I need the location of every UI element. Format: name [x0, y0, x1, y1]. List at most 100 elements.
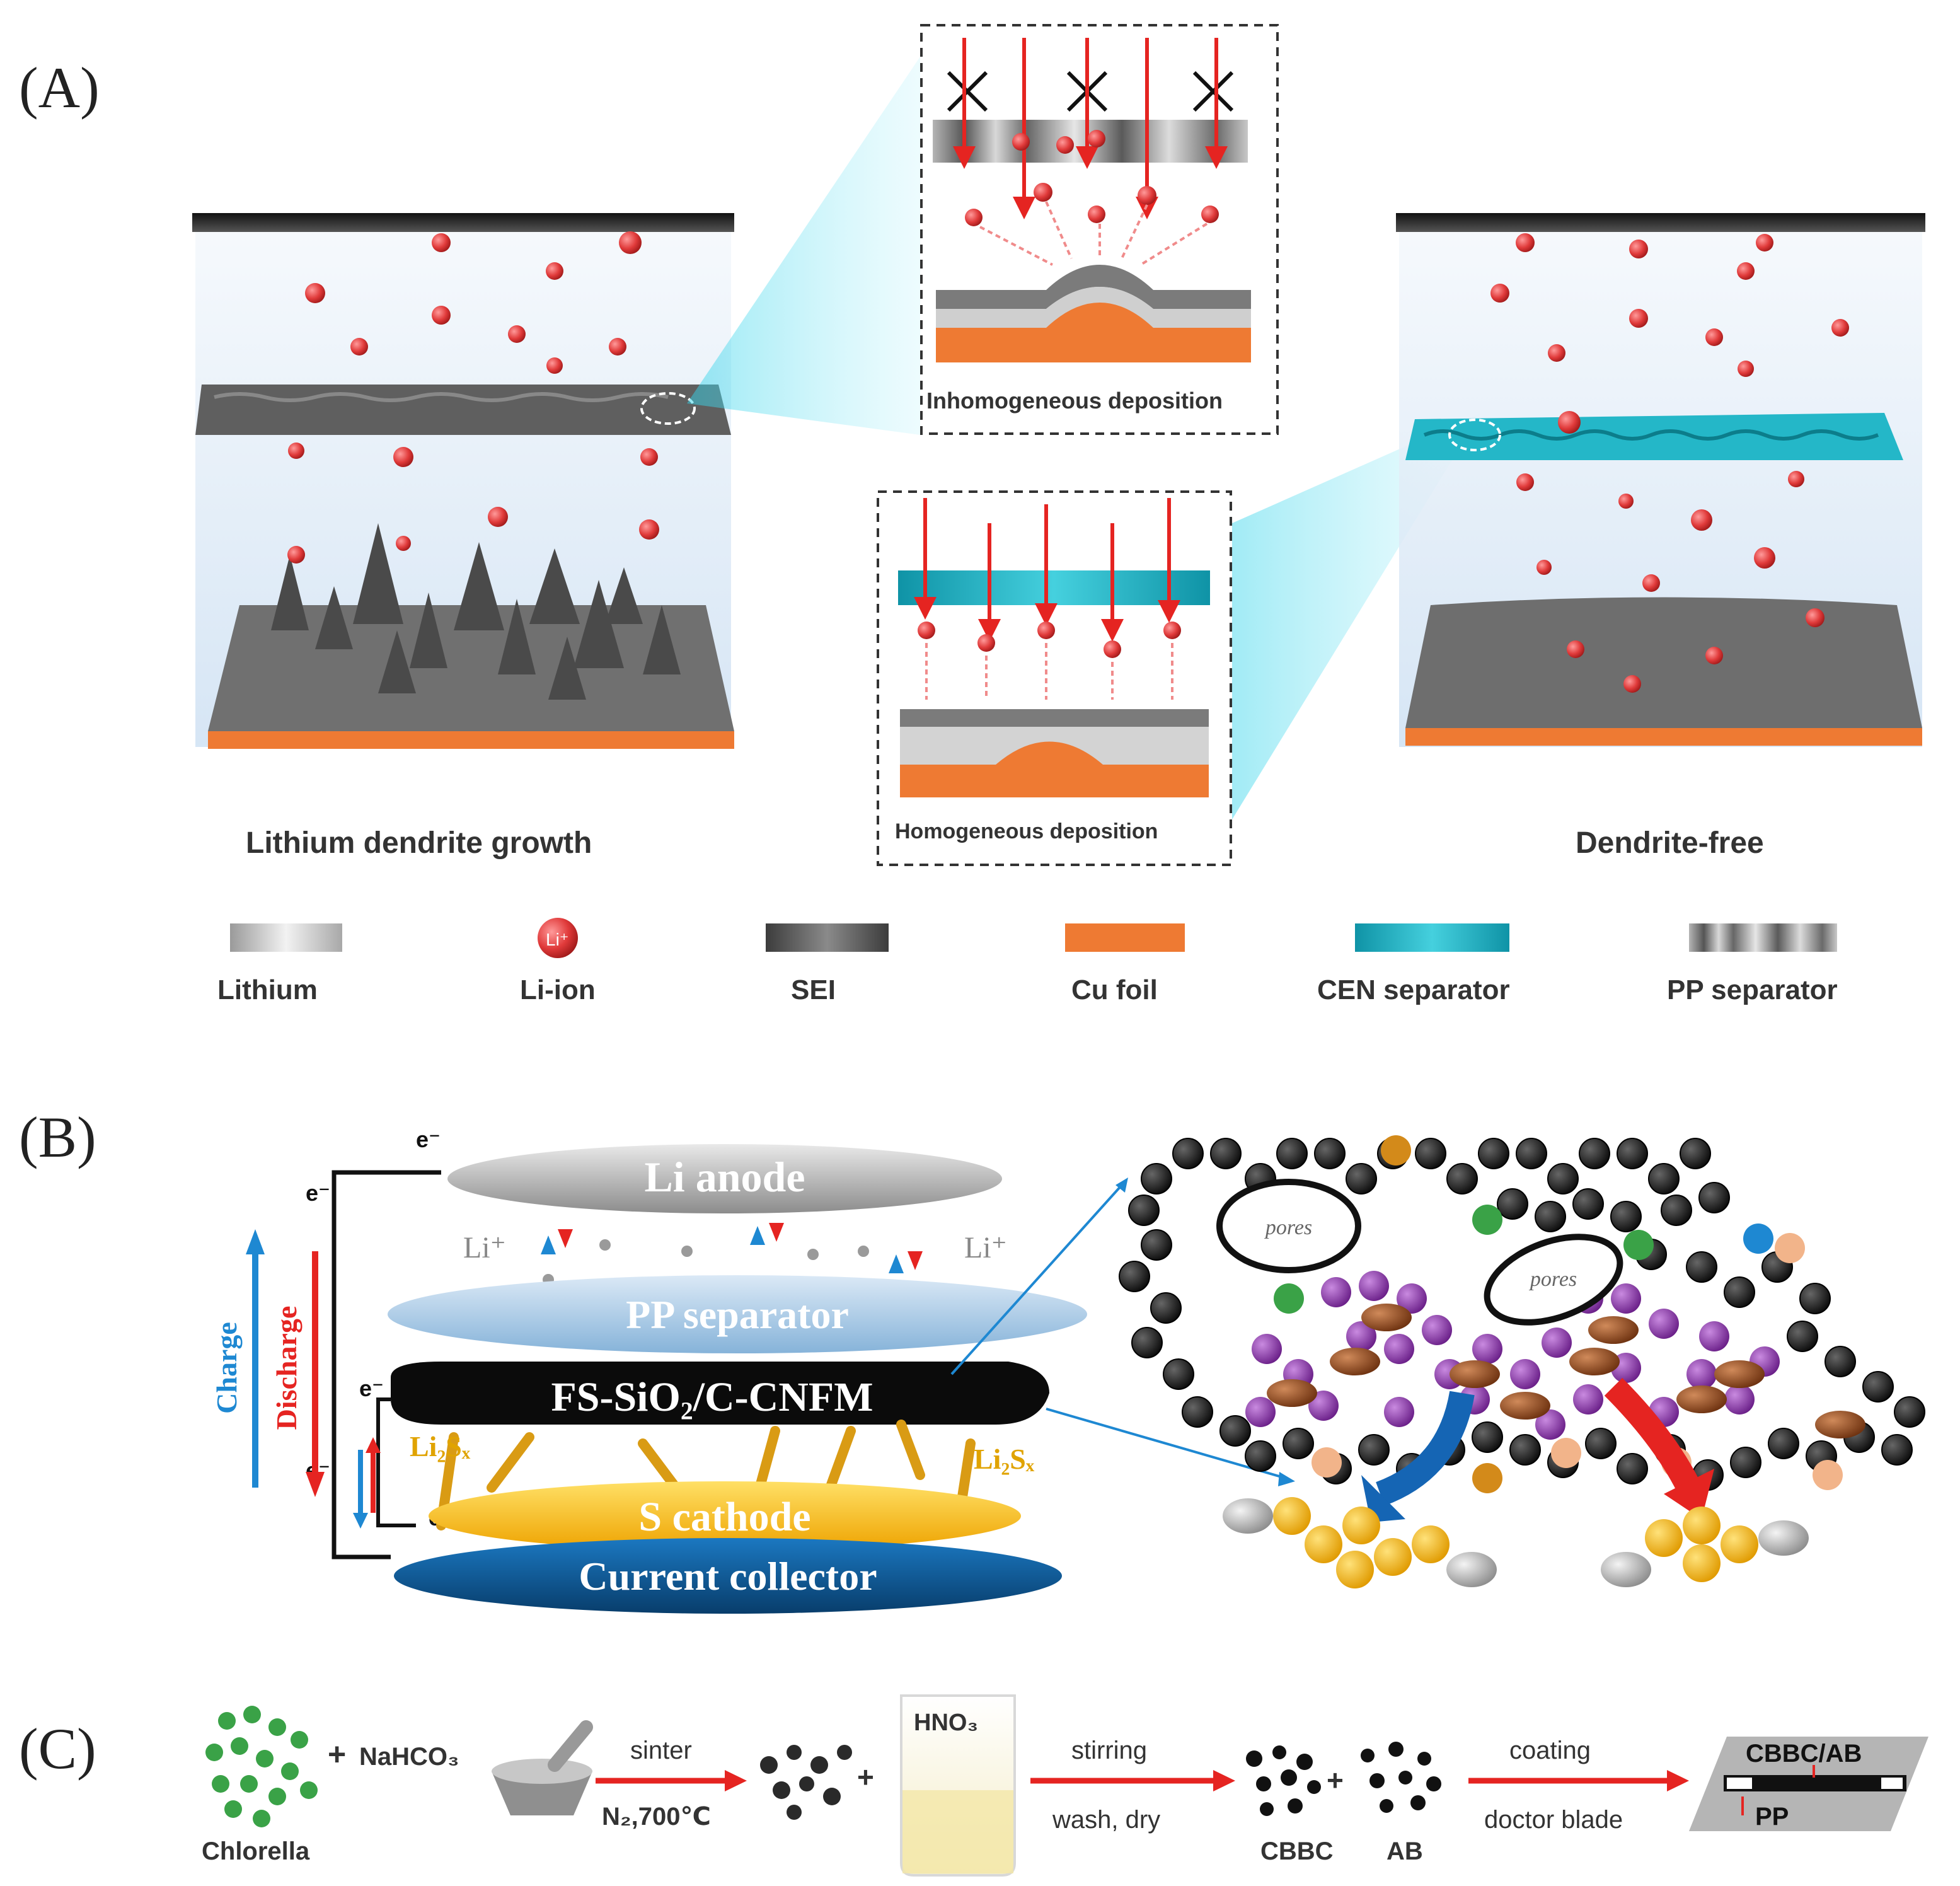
dendrite-free-scene: Dendrite-free	[1396, 213, 1925, 860]
silicon-atoms	[1267, 1304, 1865, 1438]
cbbc-particles	[1246, 1745, 1321, 1816]
inset-inhomogeneous: Inhomogeneous deposition	[920, 24, 1279, 435]
ab-label: AB	[1386, 1837, 1423, 1865]
panel-a-label: (A)	[19, 55, 100, 120]
legend-label-sei: SEI	[791, 975, 836, 1005]
pore-left-label: pores	[1264, 1216, 1312, 1239]
legend-swatch-li-ion-symbol: Li⁺	[546, 930, 569, 949]
legend-label-pp: PP separator	[1667, 975, 1838, 1005]
legend-swatch-pp	[1689, 923, 1837, 952]
inset-bottom-dashed-flux	[925, 643, 1173, 700]
cbbc-label: CBBC	[1260, 1837, 1334, 1865]
inset-top-ions	[965, 130, 1219, 226]
charge-label: Charge	[210, 1322, 243, 1414]
arrow-stirring: stirring wash, dry	[1030, 1737, 1235, 1834]
chlorella-label: Chlorella	[202, 1837, 310, 1865]
plus-sign-1: +	[328, 1737, 346, 1772]
pp-label: PP	[1755, 1803, 1789, 1831]
left-cu-foil	[208, 731, 734, 749]
legend-label-lithium: Lithium	[217, 975, 318, 1005]
legend-swatch-cu-foil	[1065, 923, 1185, 952]
li-anode-disc	[447, 1144, 1002, 1213]
legend-label-li-ion: Li-ion	[520, 975, 596, 1005]
right-lithium-flat	[1405, 597, 1922, 728]
panel-c: (C) Chlorella + NaHCO₃ sinter N₂,700℃ +	[19, 1694, 1928, 1877]
right-li-ions	[1490, 233, 1849, 693]
current-collector-label: Current collector	[579, 1554, 877, 1599]
polysulfide-left: Li₂Sₓ	[410, 1430, 471, 1462]
plus-sign-2: +	[857, 1761, 874, 1793]
panel-a-legend: Lithium Li⁺ Li-ion SEI Cu foil CEN separ…	[217, 918, 1838, 1005]
doctor-blade-label: doctor blade	[1484, 1806, 1623, 1834]
lithium-dendrites	[271, 523, 681, 700]
legend-label-cen: CEN separator	[1317, 975, 1510, 1005]
plus-sign-3: +	[1327, 1764, 1344, 1796]
discharge-label: Discharge	[270, 1306, 303, 1430]
chlorella-cells	[205, 1706, 318, 1827]
pore-right-label: pores	[1529, 1268, 1577, 1291]
s-cathode-disc	[429, 1481, 1021, 1551]
inset-bottom-sei	[900, 709, 1209, 727]
inset-bottom-arrows	[914, 498, 1180, 642]
wash-dry-label: wash, dry	[1052, 1806, 1160, 1834]
inset-top-sei	[936, 265, 1251, 309]
arrow-coating: coating doctor blade	[1468, 1737, 1689, 1834]
right-cen-separator	[1405, 413, 1903, 460]
panel-b: (B) e⁻ e⁻ e⁻ e⁻ e⁻ e⁻ Charge Discharge	[19, 1105, 1925, 1614]
li-plus-left: Li⁺	[463, 1231, 506, 1264]
pp-separator-label: PP separator	[626, 1292, 849, 1337]
left-separator-texture	[214, 392, 669, 402]
zoom-beam-top	[687, 57, 920, 435]
mortar-icon	[492, 1720, 593, 1815]
sinter-conditions: N₂,700℃	[602, 1803, 711, 1831]
blue-curved-arrow	[1375, 1391, 1475, 1506]
external-circuit	[331, 1170, 441, 1559]
dendrite-growth-scene: Lithium dendrite growth	[192, 213, 734, 860]
left-li-ions	[287, 231, 659, 564]
inset-top-caption: Inhomogeneous deposition	[926, 388, 1223, 414]
left-separator-layer	[195, 385, 731, 435]
polysulfide-chain-right	[1601, 1507, 1809, 1587]
hno3-label: HNO₃	[914, 1710, 978, 1736]
carbonized-particles	[760, 1745, 852, 1820]
li-plus-right: Li⁺	[964, 1231, 1007, 1264]
red-curved-arrow	[1604, 1377, 1700, 1494]
inner-circuit	[376, 1397, 416, 1527]
coating-label: coating	[1509, 1737, 1591, 1764]
stirring-label: stirring	[1071, 1737, 1147, 1764]
charge-arrow: Charge	[210, 1229, 265, 1488]
legend-swatch-lithium	[230, 923, 342, 952]
pore-left	[1216, 1179, 1361, 1273]
cbbc-ab-label: CBBC/AB	[1746, 1740, 1862, 1767]
polysulfide-right: Li₂Sₓ	[974, 1443, 1035, 1475]
left-top-electrode	[192, 213, 734, 232]
sinter-label: sinter	[630, 1737, 692, 1764]
local-current-arrows	[353, 1437, 381, 1529]
ab-particles	[1361, 1742, 1441, 1813]
molecular-structure: pores pores	[1119, 1135, 1925, 1588]
left-caption: Lithium dendrite growth	[246, 826, 592, 860]
inset-cen-separator	[898, 570, 1210, 605]
nitrogen-atoms	[1274, 1135, 1773, 1493]
inset-top-dashed-flux	[979, 201, 1208, 266]
panel-c-label: (C)	[19, 1716, 96, 1781]
left-zoom-region	[640, 392, 696, 425]
inset-top-cu	[936, 303, 1251, 362]
li-anode-label: Li anode	[644, 1153, 805, 1201]
inset-top-arrows	[953, 38, 1228, 219]
panel-a: (A)	[19, 24, 1925, 1005]
polysulfide-chain-left	[1223, 1497, 1497, 1588]
pore-right	[1484, 1234, 1623, 1326]
inset-homogeneous: Homogeneous deposition	[877, 490, 1232, 866]
right-zoom-region	[1448, 419, 1501, 451]
electron-label-4: e⁻	[359, 1375, 384, 1401]
beaker-icon	[900, 1694, 1016, 1877]
nahco3-label: NaHCO₃	[359, 1743, 459, 1771]
right-cu-foil	[1405, 728, 1922, 746]
legend-swatch-li-ion	[538, 918, 578, 958]
right-caption: Dendrite-free	[1576, 826, 1764, 860]
li-plus-flux: Li⁺ Li⁺	[463, 1223, 1007, 1288]
inset-bottom-cu	[900, 741, 1209, 797]
pointer-line-lower	[1046, 1408, 1286, 1479]
